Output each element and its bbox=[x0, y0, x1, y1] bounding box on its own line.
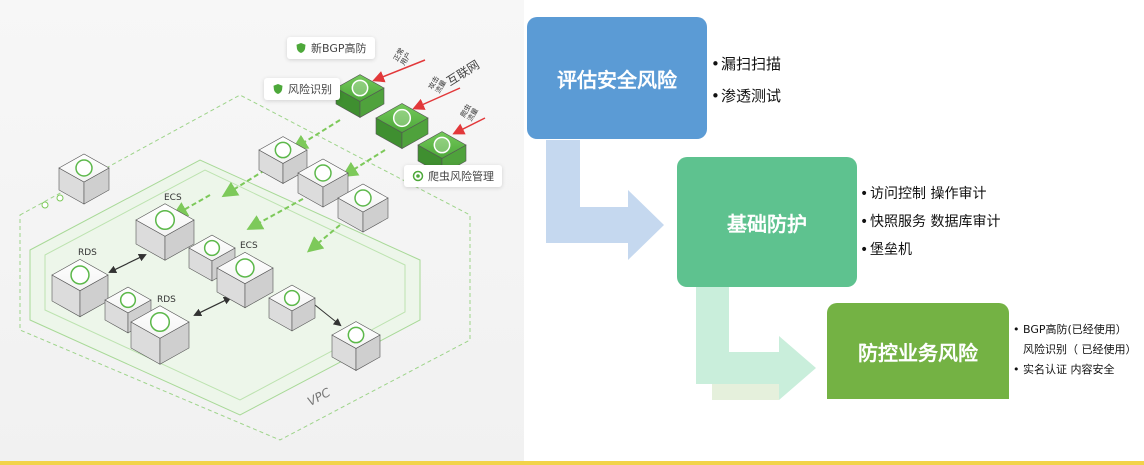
security-node-2 bbox=[268, 284, 316, 332]
flow-arrow bbox=[291, 119, 341, 151]
step-box-business-risk: 防控业务风险 bbox=[827, 303, 1009, 399]
tag-label: 风险识别 bbox=[288, 83, 332, 96]
bullet-item: •快照服务 数据库审计 bbox=[860, 208, 1000, 236]
architecture-diagram bbox=[19, 59, 486, 441]
bullet-item: 风险识别（ 已经使用） bbox=[1013, 340, 1137, 360]
flow-panel: 评估安全风险 •漏扫扫描 •渗透测试 基础防护 •访问控制 操作审计 •快照服务… bbox=[524, 0, 1144, 461]
bullet-text: BGP高防(已经使用） bbox=[1023, 323, 1127, 336]
bullet-dot: • bbox=[1013, 323, 1020, 336]
bullet-item: •漏扫扫描 bbox=[711, 48, 781, 80]
subnet-inner bbox=[44, 169, 406, 401]
flow-arrow-3 bbox=[712, 384, 779, 400]
bgp-protection-tag: 新BGP高防 bbox=[287, 37, 375, 59]
ecs-label: ECS bbox=[164, 193, 182, 203]
tag-label: 爬虫风险管理 bbox=[428, 170, 494, 183]
bullet-text: 渗透测试 bbox=[721, 87, 782, 105]
bullet-dot: • bbox=[860, 214, 869, 230]
bug-icon bbox=[412, 170, 424, 182]
step-box-basic-protection: 基础防护 bbox=[677, 157, 857, 287]
tag-label: 新BGP高防 bbox=[311, 42, 367, 55]
gateway-node bbox=[331, 321, 381, 371]
bullet-item: •堡垒机 bbox=[860, 236, 1000, 264]
shield-icon bbox=[296, 43, 306, 53]
step-3-bullet-list: •BGP高防(已经使用） 风险识别（ 已经使用） •实名认证 内容安全 bbox=[1013, 320, 1137, 380]
bullet-dot: • bbox=[711, 55, 720, 73]
risk-identification-tag: 风险识别 bbox=[264, 78, 340, 100]
flow-arrow bbox=[341, 149, 386, 178]
bullet-item: •渗透测试 bbox=[711, 80, 781, 112]
waf-node bbox=[258, 136, 308, 184]
bullet-text: 漏扫扫描 bbox=[721, 55, 782, 73]
bullet-dot: • bbox=[860, 242, 869, 258]
step-label: 防控业务风险 bbox=[858, 340, 978, 365]
bullet-text: 快照服务 数据库审计 bbox=[870, 214, 1001, 230]
architecture-diagram-panel: 新BGP高防 风险识别 爬虫风险管理 互联网 正常用户 攻击流量 爬虫流量 EC… bbox=[0, 0, 524, 461]
ecs-node-2 bbox=[216, 251, 274, 309]
bullet-text: 访问控制 操作审计 bbox=[870, 186, 987, 202]
bottom-border bbox=[0, 461, 1144, 465]
step-label: 基础防护 bbox=[727, 211, 807, 236]
data-link bbox=[314, 304, 342, 327]
flow-arrows bbox=[546, 140, 816, 400]
incoming-traffic-arrow bbox=[452, 117, 486, 135]
bullet-text: 堡垒机 bbox=[870, 242, 912, 258]
bullet-item: •BGP高防(已经使用） bbox=[1013, 320, 1137, 340]
ecs-node-1 bbox=[135, 203, 195, 261]
risk-node bbox=[375, 103, 429, 150]
flow-arrow bbox=[171, 194, 211, 217]
rds-node-1 bbox=[51, 258, 109, 318]
firewall-node bbox=[337, 183, 389, 233]
ops-node bbox=[58, 153, 110, 205]
bullet-dot: • bbox=[1013, 363, 1020, 376]
rds-label: RDS bbox=[78, 248, 97, 258]
cloud-node bbox=[297, 158, 349, 208]
incoming-traffic-arrow bbox=[372, 59, 426, 83]
rds-label: RDS bbox=[157, 295, 176, 305]
vpc-anchor bbox=[41, 201, 49, 209]
flow-arrow-2 bbox=[696, 285, 816, 400]
vpc-anchor bbox=[56, 194, 64, 202]
step-label: 评估安全风险 bbox=[557, 67, 677, 92]
crawler-risk-tag: 爬虫风险管理 bbox=[404, 165, 502, 187]
rds-node-2 bbox=[130, 305, 190, 365]
bullet-text: 实名认证 内容安全 bbox=[1023, 363, 1115, 376]
security-node-3 bbox=[104, 286, 152, 334]
step-box-assess-risk: 评估安全风险 bbox=[527, 17, 707, 139]
data-link bbox=[109, 254, 147, 273]
incoming-traffic-arrow bbox=[412, 87, 461, 110]
flow-arrow bbox=[306, 224, 341, 253]
bullet-dot: • bbox=[860, 186, 869, 202]
bullet-dot: • bbox=[711, 87, 720, 105]
step-2-bullet-list: •访问控制 操作审计 •快照服务 数据库审计 •堡垒机 bbox=[860, 180, 1000, 264]
bullet-item: •实名认证 内容安全 bbox=[1013, 360, 1137, 380]
ecs-label: ECS bbox=[240, 241, 258, 251]
bgp-node bbox=[335, 74, 385, 118]
flow-arrow bbox=[246, 194, 311, 230]
flow-arrow-1 bbox=[546, 140, 664, 260]
bullet-text: 风险识别（ 已经使用） bbox=[1023, 343, 1137, 356]
step-1-bullet-list: •漏扫扫描 •渗透测试 bbox=[711, 48, 781, 112]
bullet-item: •访问控制 操作审计 bbox=[860, 180, 1000, 208]
data-link bbox=[194, 297, 232, 316]
shield-icon bbox=[273, 84, 283, 94]
